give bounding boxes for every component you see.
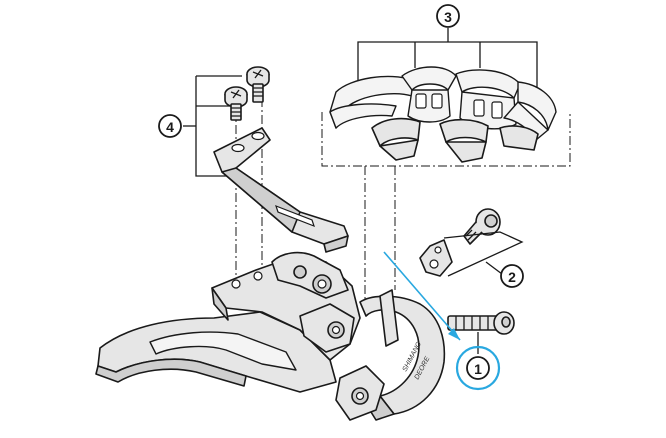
callout-3-leader <box>357 28 538 90</box>
callout-1[interactable]: 1 <box>455 345 501 391</box>
callout-4-number: 4 <box>166 119 174 135</box>
callout-3[interactable]: 3 <box>436 4 460 28</box>
mounting-bolt <box>447 311 515 335</box>
small-screw-upper <box>246 66 270 103</box>
direct-mount-bracket <box>213 127 349 253</box>
highlight-arrow <box>383 251 461 341</box>
callout-1-number: 1 <box>474 361 482 377</box>
cable-guide-bracket <box>419 239 453 277</box>
callout-2[interactable]: 2 <box>500 264 524 288</box>
bolt-screw <box>463 208 501 245</box>
callout-1-highlight-ring <box>455 345 501 391</box>
band-adapters <box>329 66 557 163</box>
callout-2-number: 2 <box>508 269 516 285</box>
assembly-guide-lines <box>235 98 571 300</box>
callout-2-leader <box>443 231 524 277</box>
callout-3-number: 3 <box>444 9 452 25</box>
front-derailleur: SHIMANO DEORE <box>95 251 446 421</box>
small-screw-lower <box>224 86 248 121</box>
callout-4-leader <box>183 75 242 177</box>
callout-4[interactable]: 4 <box>158 114 182 138</box>
